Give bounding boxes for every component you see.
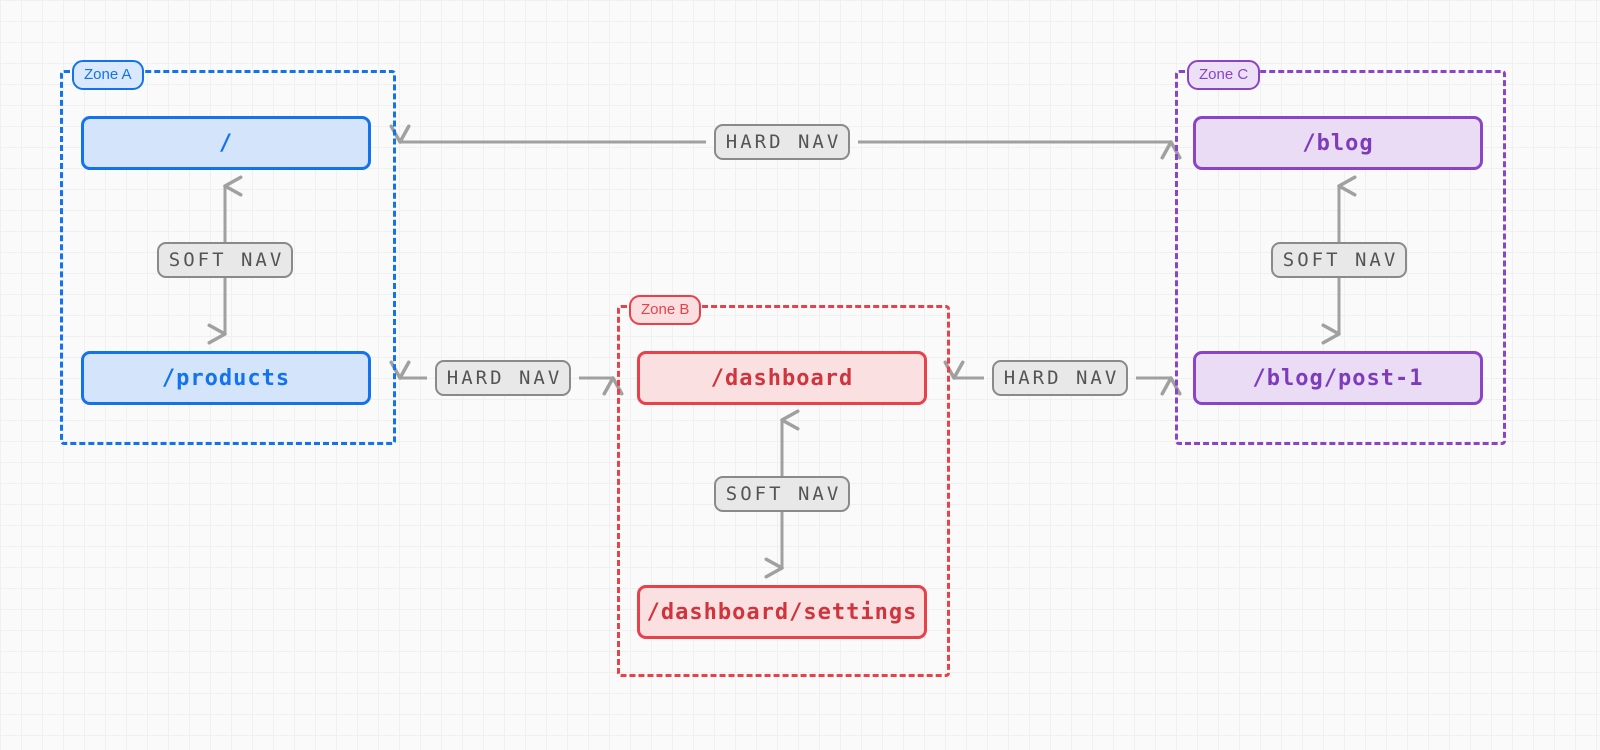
edge-label-hard-nav-bc[interactable]: HARD NAV	[992, 360, 1128, 396]
edge-label-hard-nav-top[interactable]: HARD NAV	[714, 124, 850, 160]
zone-container-a[interactable]	[60, 70, 396, 445]
route-node-blog-post-1[interactable]: /blog/post-1	[1193, 351, 1483, 405]
zone-label-b[interactable]: Zone B	[629, 295, 702, 325]
route-node-dashboard[interactable]: /dashboard	[637, 351, 927, 405]
route-node-blog[interactable]: /blog	[1193, 116, 1483, 170]
zone-container-c[interactable]	[1175, 70, 1506, 445]
edge-label-soft-nav-b[interactable]: SOFT NAV	[714, 476, 850, 512]
zone-container-b[interactable]	[617, 305, 950, 677]
edge-label-soft-nav-a[interactable]: SOFT NAV	[157, 242, 293, 278]
zone-label-a[interactable]: Zone A	[72, 60, 144, 90]
edge-label-hard-nav-ab[interactable]: HARD NAV	[435, 360, 571, 396]
edge-label-soft-nav-c[interactable]: SOFT NAV	[1271, 242, 1407, 278]
route-node-products[interactable]: /products	[81, 351, 371, 405]
route-node-root[interactable]: /	[81, 116, 371, 170]
route-node-dashboard-settings[interactable]: /dashboard/settings	[637, 585, 927, 639]
zone-label-c[interactable]: Zone C	[1187, 60, 1261, 90]
